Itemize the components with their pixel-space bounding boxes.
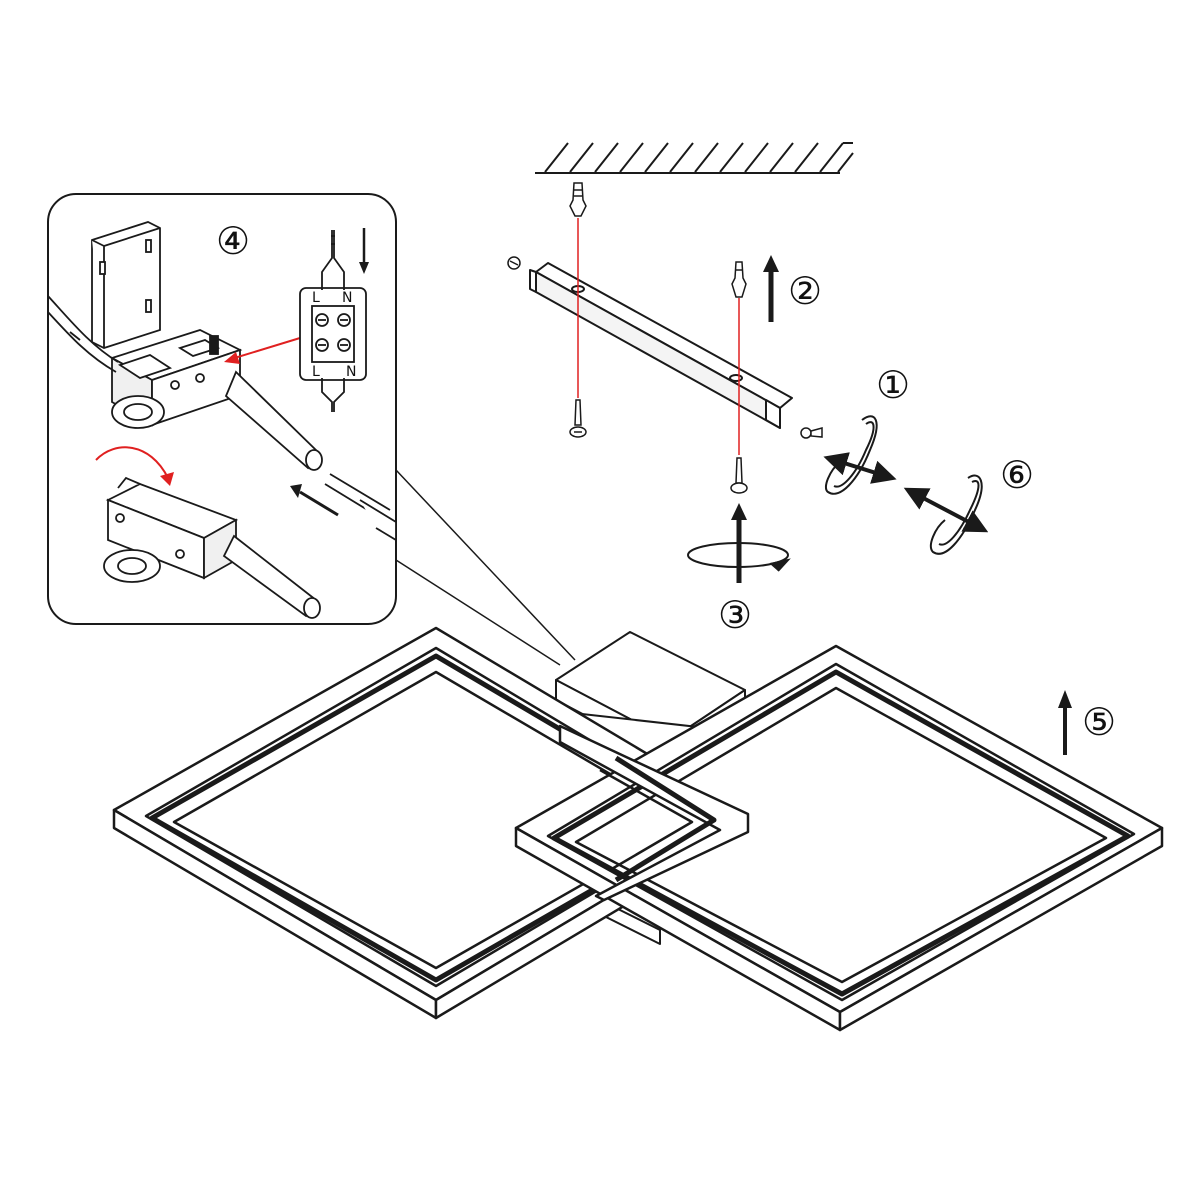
rotate-arrow-icon <box>824 415 878 495</box>
step-2-label: ② <box>788 269 822 313</box>
terminal-label-l-bottom: L <box>312 364 320 380</box>
frame-overlap <box>558 724 750 902</box>
up-arrow-icon <box>763 255 779 322</box>
mounting-bracket <box>529 262 793 429</box>
screw-icon <box>800 427 823 439</box>
bidirectional-arrow <box>903 487 989 533</box>
terminal-label-n-top: N <box>342 290 352 306</box>
bidirectional-arrow <box>823 452 897 484</box>
led-frame-right <box>514 644 1164 1032</box>
input-cable <box>47 295 119 373</box>
down-arrow-icon <box>359 228 369 274</box>
step-6-label: ⑥ <box>1000 453 1034 497</box>
ceiling-hatch-icon <box>535 142 854 174</box>
wiring-detail-panel: ④ <box>47 193 576 666</box>
screw-icon <box>730 457 748 494</box>
insert-arrow <box>290 484 339 517</box>
terminal-block-callout <box>299 230 367 412</box>
step-5-label: ⑤ <box>1082 700 1116 744</box>
terminal-label-n-bottom: N <box>346 364 356 380</box>
step-1-label: ① <box>876 363 910 407</box>
wall-plug-right <box>731 261 747 298</box>
terminal-label-l-top: L <box>312 290 320 306</box>
screw-icon <box>507 256 521 270</box>
wire-pair <box>324 473 397 542</box>
up-arrow-icon <box>1058 690 1072 755</box>
pointer-arrow <box>224 337 301 364</box>
connector-box-closed <box>103 476 321 619</box>
screw-icon <box>569 399 587 438</box>
panel-bracket <box>91 221 161 349</box>
step-4-label: ④ <box>216 219 250 263</box>
rotate-arrow-icon <box>95 446 174 486</box>
output-sleeve <box>224 370 323 471</box>
step-3-label: ③ <box>718 593 752 637</box>
wall-plug-left <box>569 182 587 217</box>
up-arrow-icon <box>731 503 747 583</box>
